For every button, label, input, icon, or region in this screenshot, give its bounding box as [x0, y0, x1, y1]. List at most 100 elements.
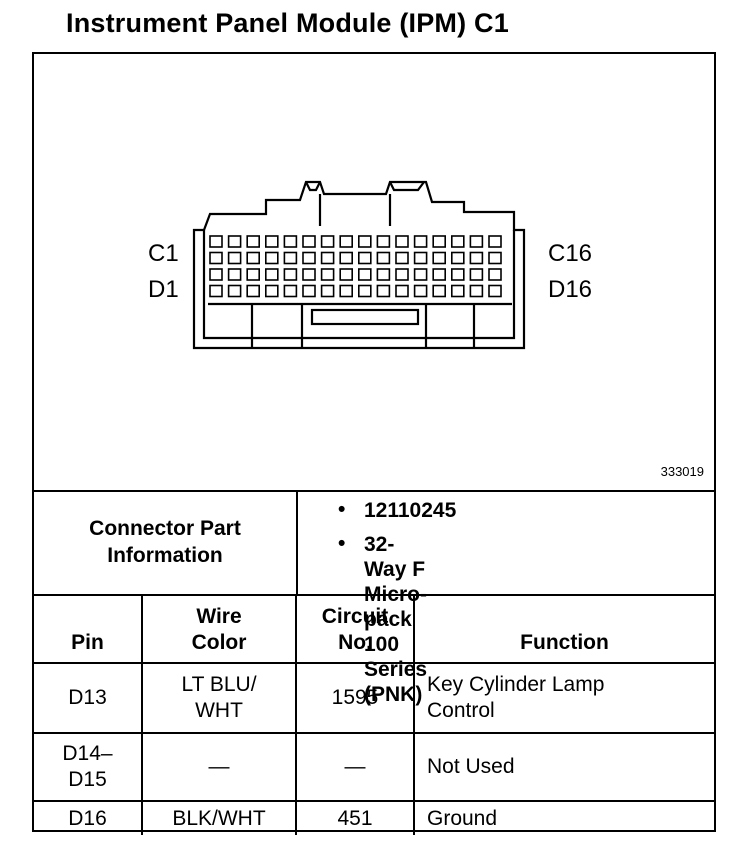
pin-cavity [432, 235, 447, 248]
pin-cavity [469, 251, 484, 265]
pin-cavity [357, 251, 372, 265]
pin-cavity [395, 235, 409, 248]
pin-cavity [209, 251, 223, 265]
cell-function: Key Cylinder Lamp Control [413, 662, 714, 734]
table-row: D13 LT BLU/ WHT 1595 Key Cylinder Lamp C… [34, 662, 714, 734]
pin-cavity [283, 251, 298, 265]
pin-cavity [302, 268, 316, 281]
cell-wire-color: LT BLU/ WHT [141, 662, 297, 734]
cell-pin: D16 [34, 800, 143, 835]
pin-label-c1: C1 [148, 240, 179, 267]
cell-pin: D14– D15 [34, 732, 143, 802]
header-function: Function [413, 594, 714, 664]
pin-cavity [246, 284, 260, 298]
connector-info-row: Connector Part Information • 12110245 • … [34, 490, 714, 706]
pin-cavity [227, 235, 242, 248]
connector-drawing [192, 180, 526, 350]
pin-cavity [469, 235, 484, 248]
connector-info-values: • 12110245 • 32-Way F Micro-pack 100 Ser… [298, 490, 714, 706]
pin-cavity [432, 284, 447, 298]
pin-cavity [357, 235, 372, 248]
pin-cavity [302, 251, 316, 265]
pin-cavities [209, 235, 502, 298]
pin-label-d1: D1 [148, 276, 179, 303]
pin-cavity [488, 235, 502, 248]
pin-table: Pin Wire Color Circuit No. Function D13 … [34, 594, 714, 835]
cell-wire-color: — [141, 732, 297, 802]
pin-cavity [209, 268, 223, 281]
pin-cavity [395, 284, 409, 298]
pin-cavity [246, 268, 260, 281]
cell-pin: D13 [34, 662, 143, 734]
pin-cavity [413, 235, 428, 248]
cell-wire-color: BLK/WHT [141, 800, 297, 835]
pin-cavity [413, 251, 428, 265]
latch-right [389, 181, 425, 192]
pin-cavity [339, 251, 354, 265]
header-circuit-no: Circuit No. [295, 594, 415, 664]
pin-cavity [227, 284, 242, 298]
pin-cavity [413, 268, 428, 281]
cell-function: Ground [413, 800, 714, 835]
connector-info-label: Connector Part Information [89, 517, 241, 567]
pin-cavity [320, 268, 335, 281]
figure-number: 333019 [660, 464, 704, 479]
pin-cavity [227, 251, 242, 265]
pin-cavity [302, 235, 316, 248]
pin-cavity [450, 251, 465, 265]
table-row: D16 BLK/WHT 451 Ground [34, 800, 714, 835]
pin-cavity [339, 268, 354, 281]
pin-cavity [320, 284, 335, 298]
pin-cavity [376, 251, 391, 265]
pin-cavity [488, 284, 502, 298]
cell-circuit: 1595 [295, 662, 415, 734]
pin-cavity [209, 284, 223, 298]
table-row: D14– D15 — — Not Used [34, 732, 714, 802]
cell-function: Not Used [413, 732, 714, 802]
pin-cavity [432, 251, 447, 265]
pin-cavity [413, 284, 428, 298]
connector-info-label-cell: Connector Part Information [34, 490, 298, 594]
pin-label-c16: C16 [548, 240, 593, 267]
pin-cavity [488, 251, 502, 265]
connector-figure: C1 D1 C16 D16 333019 [34, 54, 714, 492]
pin-cavity [469, 284, 484, 298]
pin-cavity [488, 268, 502, 281]
bullet-dot: • [338, 498, 346, 521]
pin-cavity [265, 251, 279, 265]
latch-left [305, 181, 321, 192]
pin-cavity [357, 284, 372, 298]
connector-inner-outline [202, 230, 516, 340]
connector-sheet: C1 D1 C16 D16 333019 Connector Part Info… [32, 52, 716, 835]
pin-cavity [246, 251, 260, 265]
pin-cavity [302, 284, 316, 298]
pin-cavity [246, 235, 260, 248]
pin-cavity [265, 268, 279, 281]
table-header-row: Pin Wire Color Circuit No. Function [34, 594, 714, 664]
pin-cavity [339, 235, 354, 248]
pin-cavity [357, 268, 372, 281]
pin-cavity [469, 268, 484, 281]
pin-cavity [376, 235, 391, 248]
pin-cavity [320, 235, 335, 248]
key-slot [310, 308, 420, 326]
pin-cavity [283, 284, 298, 298]
pin-cavity [376, 268, 391, 281]
pin-cavity [339, 284, 354, 298]
connector-housing [192, 180, 526, 350]
cell-circuit: — [295, 732, 415, 802]
part-number: 12110245 [364, 499, 457, 522]
header-wire-color: Wire Color [141, 594, 297, 664]
pin-cavity [432, 268, 447, 281]
pin-cavity [395, 268, 409, 281]
pin-cavity [283, 268, 298, 281]
pin-cavity [450, 268, 465, 281]
pin-cavity [450, 284, 465, 298]
pin-cavity [320, 251, 335, 265]
pin-cavity [209, 235, 223, 248]
pin-cavity [450, 235, 465, 248]
pin-cavity [283, 235, 298, 248]
pin-cavity [395, 251, 409, 265]
cell-circuit: 451 [295, 800, 415, 835]
pin-cavity [265, 235, 279, 248]
